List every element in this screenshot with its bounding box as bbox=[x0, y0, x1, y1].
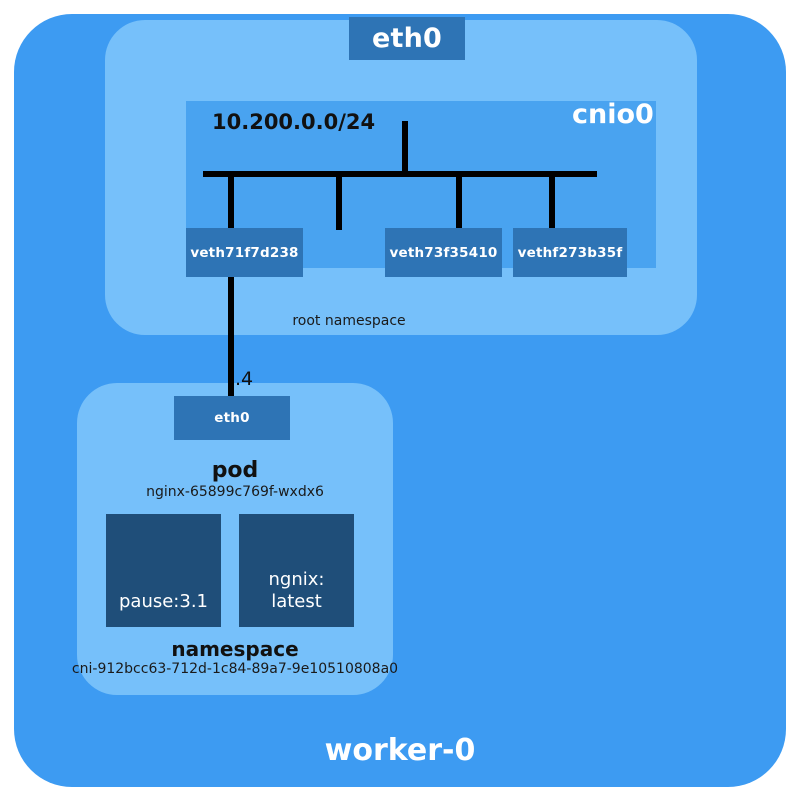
uplink-interface-box: eth0 bbox=[349, 17, 465, 60]
veth-interface-box: veth71f7d238 bbox=[186, 228, 303, 277]
pod-ip-suffix-label: .4 bbox=[235, 368, 254, 390]
node-name-label: worker-0 bbox=[324, 733, 476, 768]
veth-to-pod-wire bbox=[228, 277, 234, 397]
bridge-stub-wire-4 bbox=[549, 174, 555, 230]
pod-namespace-title-label: namespace bbox=[171, 637, 299, 661]
bridge-cidr-label: 10.200.0.0/24 bbox=[212, 110, 376, 134]
pod-title-label: pod bbox=[211, 458, 259, 483]
pod-interface-box: eth0 bbox=[174, 396, 290, 440]
bridge-bus-wire bbox=[203, 171, 597, 177]
bridge-name-label: cnio0 bbox=[572, 99, 654, 130]
veth-interface-box: veth73f35410 bbox=[385, 228, 502, 277]
bridge-stub-wire-1 bbox=[228, 174, 234, 230]
uplink-wire bbox=[402, 121, 408, 174]
bridge-stub-wire-2 bbox=[336, 174, 342, 230]
pod-name-label: nginx-65899c769f-wxdx6 bbox=[146, 484, 324, 500]
container-box: pause:3.1 bbox=[106, 514, 221, 627]
root-namespace-label: root namespace bbox=[292, 313, 406, 329]
container-box: ngnix:latest bbox=[239, 514, 354, 627]
veth-interface-box: vethf273b35f bbox=[513, 228, 627, 277]
bridge-stub-wire-3 bbox=[456, 174, 462, 230]
pod-namespace-id-label: cni-912bcc63-712d-1c84-89a7-9e10510808a0 bbox=[71, 661, 399, 677]
